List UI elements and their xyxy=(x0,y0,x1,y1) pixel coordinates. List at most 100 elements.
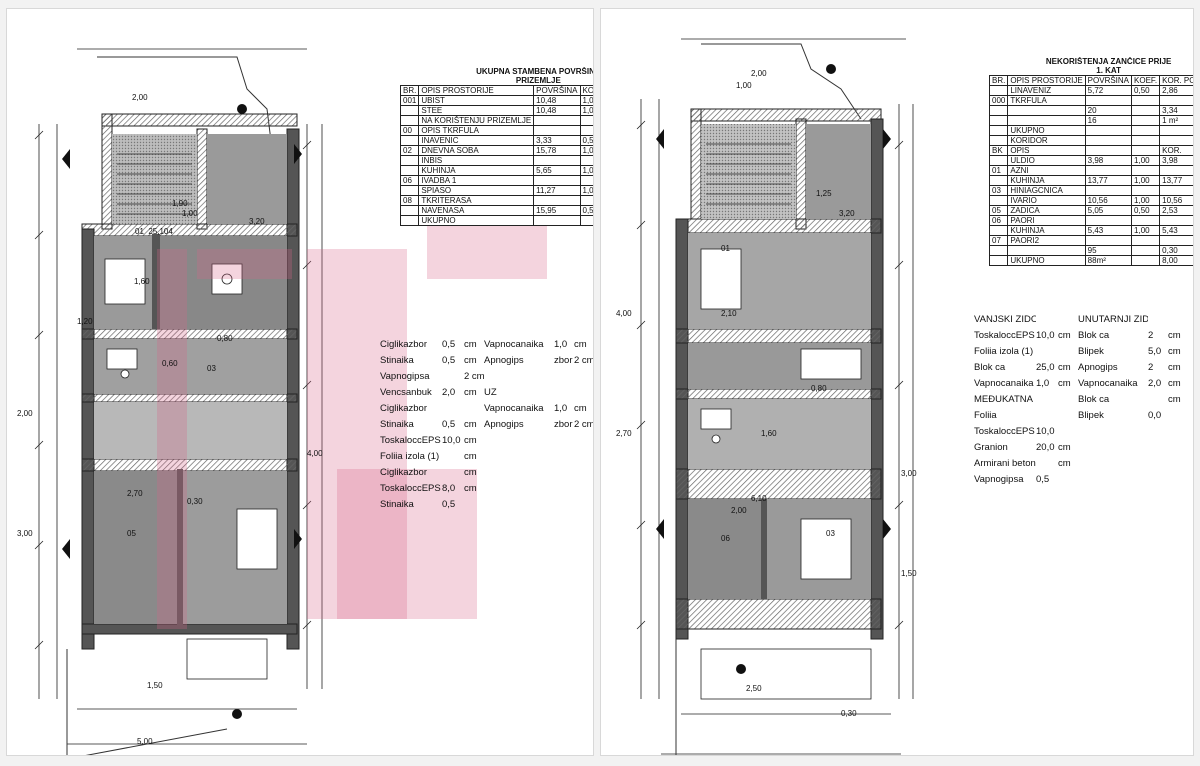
table-cell xyxy=(988,245,1009,256)
table-header-cell: KOEF. xyxy=(579,85,593,96)
table-cell: LINAVENIZ xyxy=(1007,85,1086,96)
dimension-label: 1,20 xyxy=(77,317,93,326)
layer-cell: 1,0 xyxy=(1036,378,1050,389)
layer-cell: Blok ca xyxy=(974,362,1006,373)
table-cell: 07 xyxy=(988,235,1009,246)
layer-cell: Blipek xyxy=(1078,346,1104,357)
layer-cell: 20,0 xyxy=(1036,442,1055,453)
table-cell xyxy=(579,215,593,226)
table-cell: NA KORIŠTENJU PRIZEMLJE xyxy=(418,115,535,126)
table-cell: 3,33 xyxy=(533,135,581,146)
table-cell xyxy=(399,115,420,126)
layer-row: Foliia izola (1)cm xyxy=(380,451,590,467)
dimension-label: 2,50 xyxy=(746,684,762,693)
table-cell xyxy=(1131,135,1161,146)
dimension-label: 3,00 xyxy=(901,469,917,478)
room-label: 03 xyxy=(207,364,216,373)
layer-cell: Vencsanbuk xyxy=(380,387,432,398)
layer-cell: zbor xyxy=(554,355,573,366)
layer-cell: Vapnocanaika xyxy=(484,403,544,414)
layer-cell: 10,0 xyxy=(1036,330,1055,341)
table-cell xyxy=(988,105,1009,116)
table-cell xyxy=(1159,215,1193,226)
table-cell xyxy=(1007,115,1086,126)
table-cell xyxy=(399,185,420,196)
table-cell xyxy=(988,125,1009,136)
table-cell: 06 xyxy=(988,215,1009,226)
table-cell: 3,34 xyxy=(1159,105,1193,116)
dimension-label: 1,50 xyxy=(147,681,163,690)
layer-cell: Foliia izola (1) xyxy=(380,451,440,462)
layer-cell: Stinaika xyxy=(380,419,414,430)
table-cell xyxy=(1159,135,1193,146)
table-caption: 1. KAT xyxy=(1096,66,1121,75)
layer-cell: 2 cm xyxy=(574,355,594,366)
layer-cell: Ciglikazbor xyxy=(380,467,427,478)
table-cell: OPIS TKRFULA xyxy=(418,125,535,136)
table-cell xyxy=(399,105,420,116)
table-caption: NEKORIŠTENJA ZANČICE PRIJE xyxy=(1045,57,1172,66)
layer-cell: cm xyxy=(464,387,477,398)
table-cell xyxy=(579,125,593,136)
layer-cell: 2 cm xyxy=(574,419,594,430)
layer-cell: Ciglikazbor xyxy=(380,403,427,414)
table-cell xyxy=(988,255,1009,266)
dimension-label: 1,50 xyxy=(901,569,917,578)
wall-layers-legend: VANJSKI ZIDOVIUNUTARNJI ZIDOVIToskaloccE… xyxy=(974,314,1189,490)
dimension-label: 2,70 xyxy=(616,429,632,438)
table-header-cell: BR. xyxy=(988,75,1009,86)
watermark-shape xyxy=(157,249,187,629)
dimension-label: 2,00 xyxy=(751,69,767,78)
table-cell: 00 xyxy=(399,125,420,136)
dimension-label: 4,00 xyxy=(616,309,632,318)
table-cell: 5,43 xyxy=(1084,225,1133,236)
table-cell: 10,56 xyxy=(1159,195,1193,206)
table-header-cell: KOR. POVRŠINA xyxy=(1159,75,1193,86)
table-cell xyxy=(1159,235,1193,246)
table-cell: PAORI xyxy=(1007,215,1086,226)
table-cell: 2,86 xyxy=(1159,85,1193,96)
layer-cell: Blipek xyxy=(1078,410,1104,421)
layer-cell: cm xyxy=(1058,378,1071,389)
dimension-ticks xyxy=(34,130,312,650)
layer-cell: ToskaloccEPS xyxy=(974,330,1035,341)
table-cell: 05 xyxy=(988,205,1009,216)
table-cell xyxy=(988,195,1009,206)
table-cell xyxy=(1084,215,1133,226)
dimension-label: 0,60 xyxy=(162,359,178,368)
room-area-table: UKUPNA STAMBENA POVRŠINA PRIZEMLJE BR.OP… xyxy=(399,67,593,226)
layer-cell: Ciglikazbor xyxy=(380,339,427,350)
layer-cell: Vapnocanaika xyxy=(974,378,1034,389)
layer-cell: 2 cm xyxy=(464,371,484,382)
layer-cell: cm xyxy=(1058,458,1071,469)
layer-cell: cm xyxy=(1058,362,1071,373)
staircase xyxy=(706,143,791,205)
layer-cell: 0,5 xyxy=(442,499,456,510)
floor-plan-sheet-ground: 01 25,104 03 05 2,00 1,90 3,20 1,00 1,60… xyxy=(6,8,594,756)
table-caption: PRIZEMLJE xyxy=(515,76,561,85)
table-cell xyxy=(579,195,593,206)
table-row: NA KORIŠTENJU PRIZEMLJE xyxy=(399,115,593,126)
table-cell xyxy=(399,215,420,226)
table-row: KORIDOR xyxy=(988,135,1193,146)
table-cell xyxy=(1084,185,1133,196)
table-cell: 95 xyxy=(1084,245,1133,256)
table-cell: INBIS xyxy=(418,155,535,166)
layer-cell: UNUTARNJI ZIDOVI xyxy=(1078,314,1148,325)
table-cell: 5,72 xyxy=(1084,85,1133,96)
layer-cell: 0,5 xyxy=(442,419,456,430)
table-cell: 1,00 xyxy=(1131,155,1161,166)
layer-cell: cm xyxy=(1168,378,1181,389)
layer-cell: Foliia izola (1) xyxy=(974,346,1034,357)
dimension-label: 1,00 xyxy=(736,81,752,90)
